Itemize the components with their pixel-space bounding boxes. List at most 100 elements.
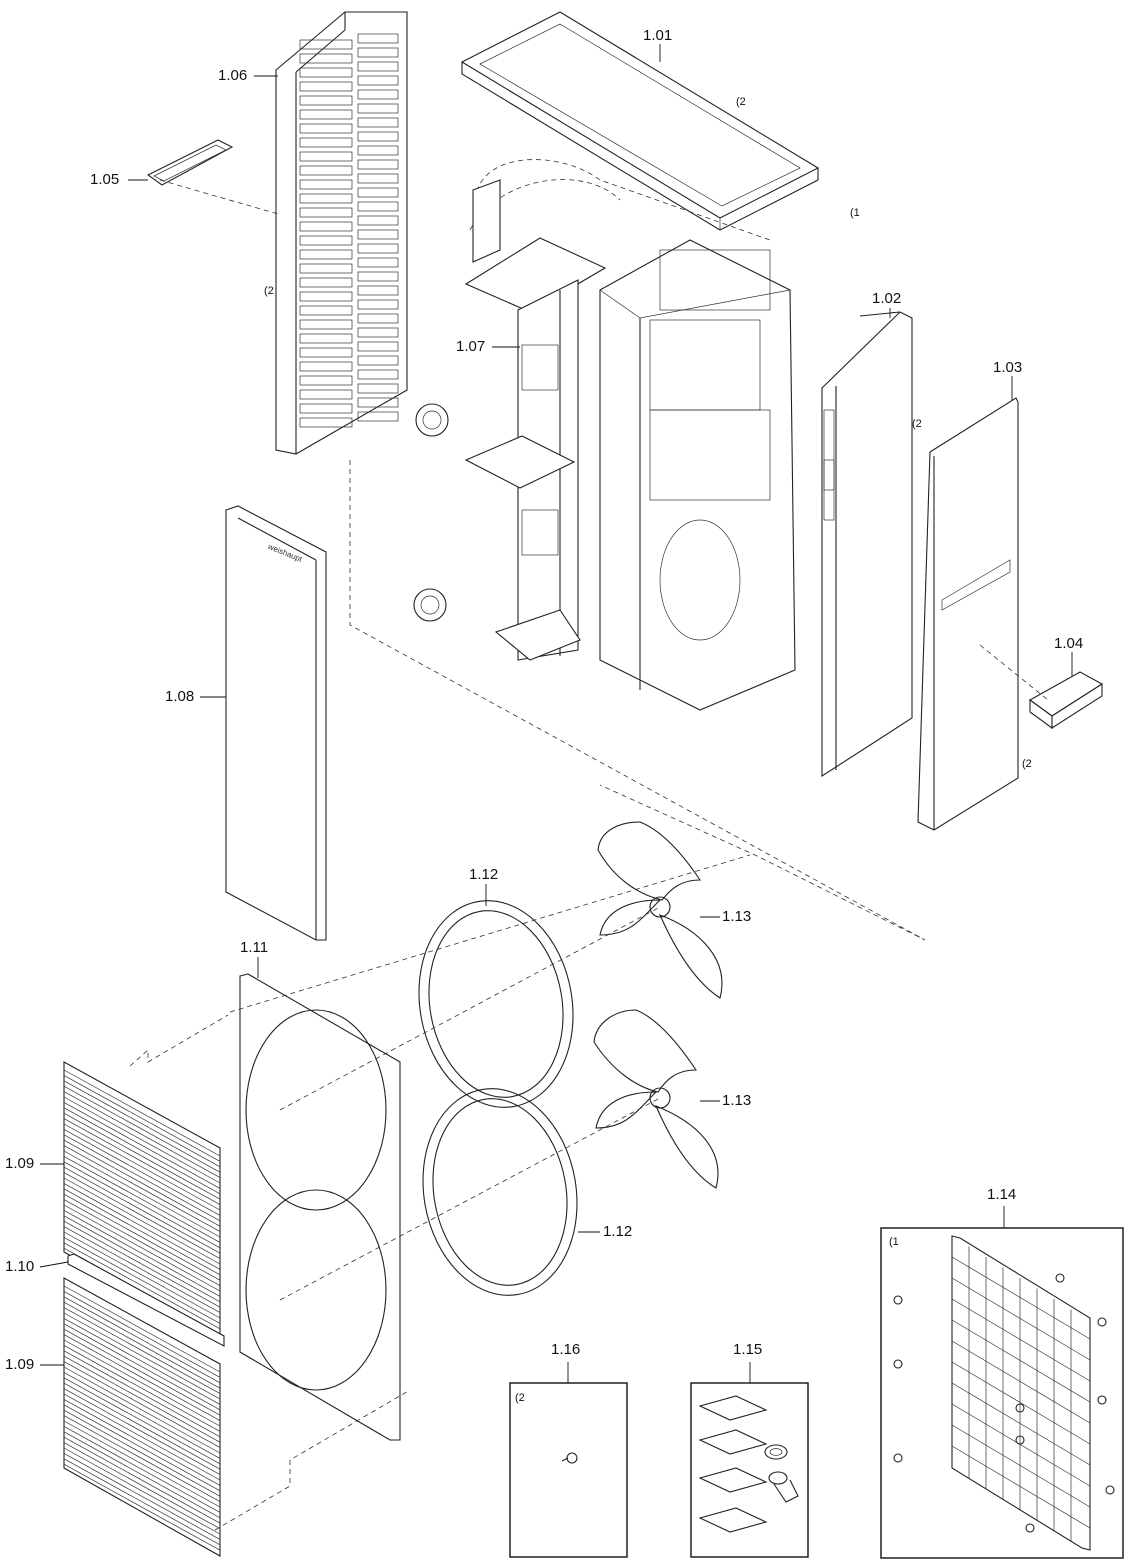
- fastener-icon: [1097, 1395, 1107, 1405]
- grille-slat: [63, 1377, 221, 1465]
- guide-line: [159, 179, 279, 215]
- louvre-slot: [299, 291, 353, 302]
- louvre-slot: [357, 271, 399, 282]
- grille-slat: [63, 1231, 221, 1319]
- louvre-slot: [299, 389, 353, 400]
- grille-slat: [63, 1220, 221, 1308]
- louvre-slot: [357, 187, 399, 198]
- filter-block-part: [1028, 671, 1104, 730]
- grid-wire: [951, 1403, 1091, 1487]
- louvre-slot: [299, 361, 353, 372]
- louvre-slot: [357, 397, 399, 408]
- grille-slat: [63, 1226, 221, 1313]
- louvre-slot: [299, 277, 353, 288]
- fan-ring-part: [418, 900, 578, 1296]
- louvre-slot: [357, 131, 399, 142]
- guide-line: [129, 1014, 229, 1067]
- footnote-marker: (2: [736, 96, 746, 108]
- louvre-slot: [357, 117, 399, 128]
- grille-slat: [63, 1069, 221, 1157]
- grille-slat: [63, 1210, 221, 1297]
- grid-wire: [951, 1256, 1091, 1340]
- grille-slat: [63, 1372, 221, 1459]
- louvre-slot: [299, 403, 353, 414]
- grille-slat: [63, 1242, 221, 1330]
- grille-slat: [63, 1388, 221, 1475]
- grid-wire: [951, 1445, 1091, 1529]
- louvre-slot: [299, 263, 353, 274]
- grille-slat: [63, 1350, 221, 1438]
- main-unit-body: [599, 239, 796, 711]
- louvre-slot: [357, 75, 399, 86]
- louvre-slot: [299, 235, 353, 246]
- grille-slat: [63, 1318, 221, 1405]
- louvre-slot: [299, 179, 353, 190]
- louvre-slot: [357, 229, 399, 240]
- grille-slat: [63, 1404, 221, 1492]
- louvre-slot: [299, 417, 353, 428]
- louvre-slot: [357, 285, 399, 296]
- louvre-slot: [299, 221, 353, 232]
- louvre-slot: [357, 299, 399, 310]
- grille-slat: [63, 1307, 221, 1394]
- grille-slat: [63, 1420, 221, 1508]
- front-panel-part: [225, 505, 327, 941]
- louvre-slot: [299, 375, 353, 386]
- part-label-1-09-top: 1.09: [5, 1155, 35, 1172]
- louvre-slot: [357, 341, 399, 352]
- louvre-slot: [357, 215, 399, 226]
- part-label-1-08: 1.08: [165, 688, 195, 705]
- grille-slat: [63, 1091, 221, 1178]
- footnote-marker: (2: [1022, 758, 1032, 770]
- part-label-1-15: 1.15: [733, 1341, 763, 1358]
- louvre-slot: [299, 81, 353, 92]
- grid-wire: [951, 1340, 1091, 1424]
- footnote-marker: (2: [912, 418, 922, 430]
- grille-slat: [63, 1080, 221, 1168]
- grille-slat: [63, 1328, 221, 1416]
- grille-slat: [63, 1161, 221, 1249]
- part-label-1-11: 1.11: [240, 939, 269, 956]
- louvre-slot: [299, 319, 353, 330]
- grille-slat: [63, 1102, 221, 1189]
- grille-slat: [63, 1183, 221, 1270]
- grille-slat: [63, 1237, 221, 1324]
- grille-slat: [63, 1409, 221, 1497]
- grid-wire: [951, 1361, 1091, 1445]
- louvre-slot: [299, 249, 353, 260]
- footnote-marker: (1: [850, 207, 860, 219]
- footnote-marker: (2: [515, 1392, 525, 1404]
- grille-slat: [63, 1393, 221, 1481]
- grille-slat: [63, 1436, 221, 1524]
- louvre-slot: [299, 67, 353, 78]
- inner-frame-part: [464, 237, 607, 661]
- louvre-slot: [299, 53, 353, 64]
- louvre-slot: [357, 33, 399, 44]
- louvre-slot: [357, 383, 399, 394]
- louvre-slot: [357, 243, 399, 254]
- grille-slat: [63, 1188, 221, 1276]
- grille-slat: [63, 1123, 221, 1211]
- fastener-icon: [893, 1295, 903, 1305]
- guide-line: [229, 854, 751, 1013]
- guide-line: [979, 644, 1049, 701]
- grille-slat: [63, 1447, 221, 1535]
- grille-slat: [63, 1301, 221, 1389]
- bracket-part: [472, 179, 501, 263]
- small-strip-part: [146, 139, 234, 186]
- louvre-slot: [357, 173, 399, 184]
- grille-slat: [63, 1339, 221, 1427]
- guide-line: [279, 906, 661, 1111]
- footnote-marker: (1: [889, 1236, 899, 1248]
- louvre-slot: [299, 95, 353, 106]
- louvre-slot: [357, 411, 399, 422]
- grille-slat: [63, 1426, 221, 1513]
- grille-slat: [63, 1215, 221, 1303]
- grid-wire: [951, 1277, 1091, 1361]
- fastener-icon: [893, 1453, 903, 1463]
- part-label-1-06: 1.06: [218, 67, 248, 84]
- grille-slat: [63, 1453, 221, 1540]
- grille-strip-part: [67, 1253, 225, 1347]
- louvre-slot: [357, 89, 399, 100]
- grille-slat: [63, 1334, 221, 1421]
